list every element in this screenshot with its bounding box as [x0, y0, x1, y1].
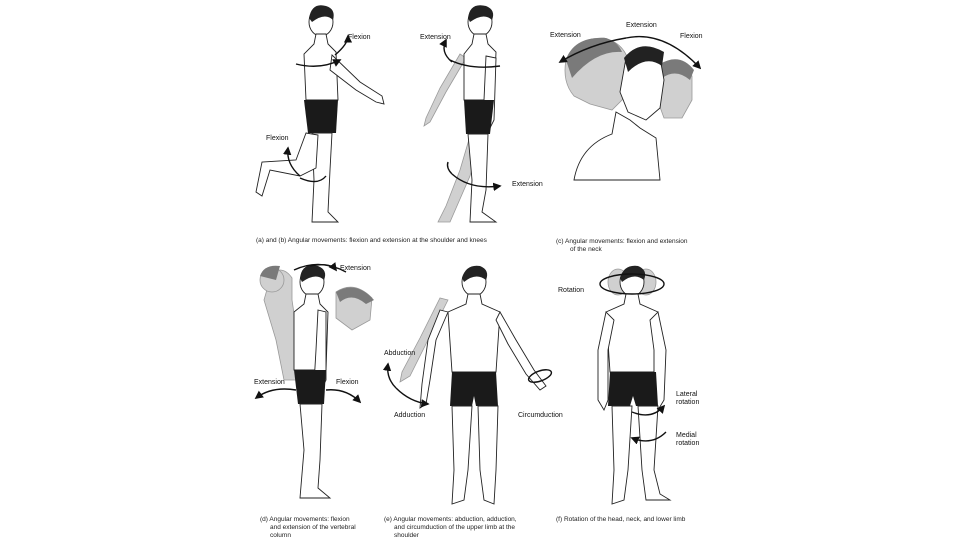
label-circumduction: Circumduction: [518, 412, 563, 419]
caption-e-line1: (e) Angular movements: abduction, adduct…: [384, 516, 517, 523]
label-extension-left-d: Extension: [254, 379, 285, 386]
panel-a-figure: Flexion Flexion: [256, 5, 384, 222]
label-lateral-2: rotation: [676, 399, 699, 406]
label-medial-2: rotation: [676, 440, 699, 447]
label-extension-arm: Extension: [420, 34, 451, 41]
label-flexion-leg: Flexion: [266, 135, 289, 142]
label-abduction: Abduction: [384, 350, 415, 357]
panel-c-figure: Extension Extension Flexion: [550, 22, 703, 180]
label-extension-top: Extension: [626, 22, 657, 29]
caption-ab: (a) and (b) Angular movements: flexion a…: [256, 237, 488, 244]
label-medial-1: Medial: [676, 432, 697, 439]
label-extension-leg: Extension: [512, 181, 543, 188]
caption-d-line1: (d) Angular movements: flexion: [260, 516, 350, 523]
panel-e-figure: Abduction Adduction Circumduction: [384, 266, 563, 504]
label-adduction: Adduction: [394, 412, 425, 419]
panel-b-figure: Extension Extension: [420, 5, 543, 222]
label-extension-top-d: Extension: [340, 265, 371, 272]
label-flexion-neck: Flexion: [680, 33, 703, 40]
label-flexion-arm: Flexion: [348, 34, 371, 41]
panel-d-figure: Extension Extension Flexion: [254, 264, 374, 498]
caption-c-line1: (c) Angular movements: flexion and exten…: [556, 238, 688, 245]
caption-f: (f) Rotation of the head, neck, and lowe…: [556, 516, 686, 523]
caption-d-line2: and extension of the vertebral: [270, 524, 356, 531]
label-lateral-1: Lateral: [676, 391, 698, 398]
label-extension-left: Extension: [550, 32, 581, 39]
caption-c-line2: of the neck: [570, 246, 603, 253]
caption-e-line2: and circumduction of the upper limb at t…: [394, 524, 515, 531]
label-flexion-d: Flexion: [336, 379, 359, 386]
caption-d-line3: column: [270, 532, 291, 539]
panel-f-figure: Rotation Lateral rotation Medial rotatio…: [558, 266, 699, 504]
caption-e-line3: shoulder: [394, 532, 420, 539]
label-rotation: Rotation: [558, 287, 584, 294]
